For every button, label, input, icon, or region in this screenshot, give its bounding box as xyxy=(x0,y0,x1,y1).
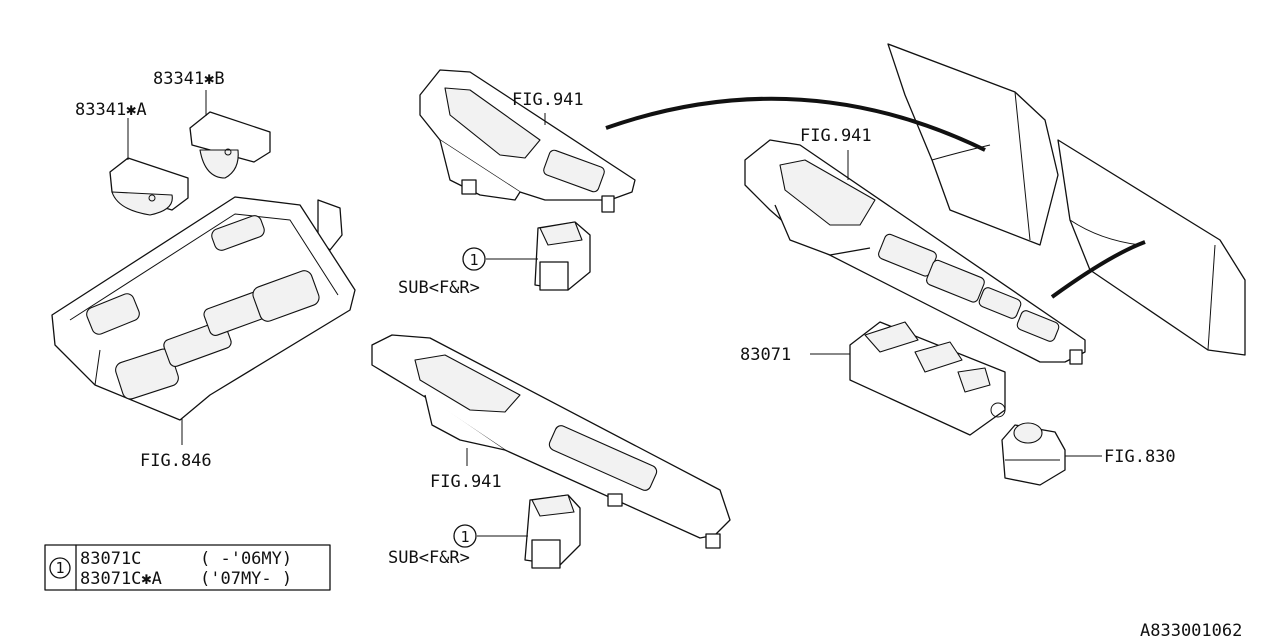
label-fig-941-top: FIG.941 xyxy=(512,90,584,110)
wire-right xyxy=(1050,240,1146,299)
armrest-bottom xyxy=(371,334,731,549)
legend-row-1-part: 83071C xyxy=(80,549,141,569)
label-fig-941-right: FIG.941 xyxy=(800,126,872,146)
cover-83341b xyxy=(189,111,271,179)
leader-lines xyxy=(127,90,1102,537)
door-panel-lower xyxy=(1057,139,1246,356)
callout-bottom-number: 1 xyxy=(460,528,469,546)
sub-switch-bottom xyxy=(524,494,581,569)
legend-symbol: 1 xyxy=(55,559,64,577)
sub-switch-top xyxy=(534,221,591,291)
legend-row-2-part: 83071C✱A xyxy=(80,569,162,589)
center-console xyxy=(51,196,356,421)
armrest-top xyxy=(419,69,636,213)
label-fig-941-bottom: FIG.941 xyxy=(430,472,502,492)
diagram-code: A833001062 xyxy=(1140,621,1242,640)
label-83071: 83071 xyxy=(740,345,791,365)
main-switch-83071 xyxy=(849,321,1006,436)
mirror-switch xyxy=(1001,422,1066,486)
armrest-right xyxy=(744,139,1086,365)
callout-bottom: 1 xyxy=(453,524,477,548)
label-sub-top: SUB<F&R> xyxy=(398,278,480,298)
label-83341b: 83341✱B xyxy=(153,69,225,89)
callout-top-number: 1 xyxy=(469,251,478,269)
cover-83341a xyxy=(109,157,189,216)
legend-row-1-range: ( -'06MY) xyxy=(200,549,292,569)
wire-top xyxy=(605,96,986,152)
legend-row-2-range: ('07MY- ) xyxy=(200,569,292,589)
legend-box: 1 83071C ( -'06MY) 83071C✱A ('07MY- ) xyxy=(44,544,331,591)
callout-top: 1 xyxy=(462,247,486,271)
label-fig-830: FIG.830 xyxy=(1104,447,1176,467)
label-83341a: 83341✱A xyxy=(75,100,147,120)
label-sub-bottom: SUB<F&R> xyxy=(388,548,470,568)
label-fig-846: FIG.846 xyxy=(140,451,212,471)
